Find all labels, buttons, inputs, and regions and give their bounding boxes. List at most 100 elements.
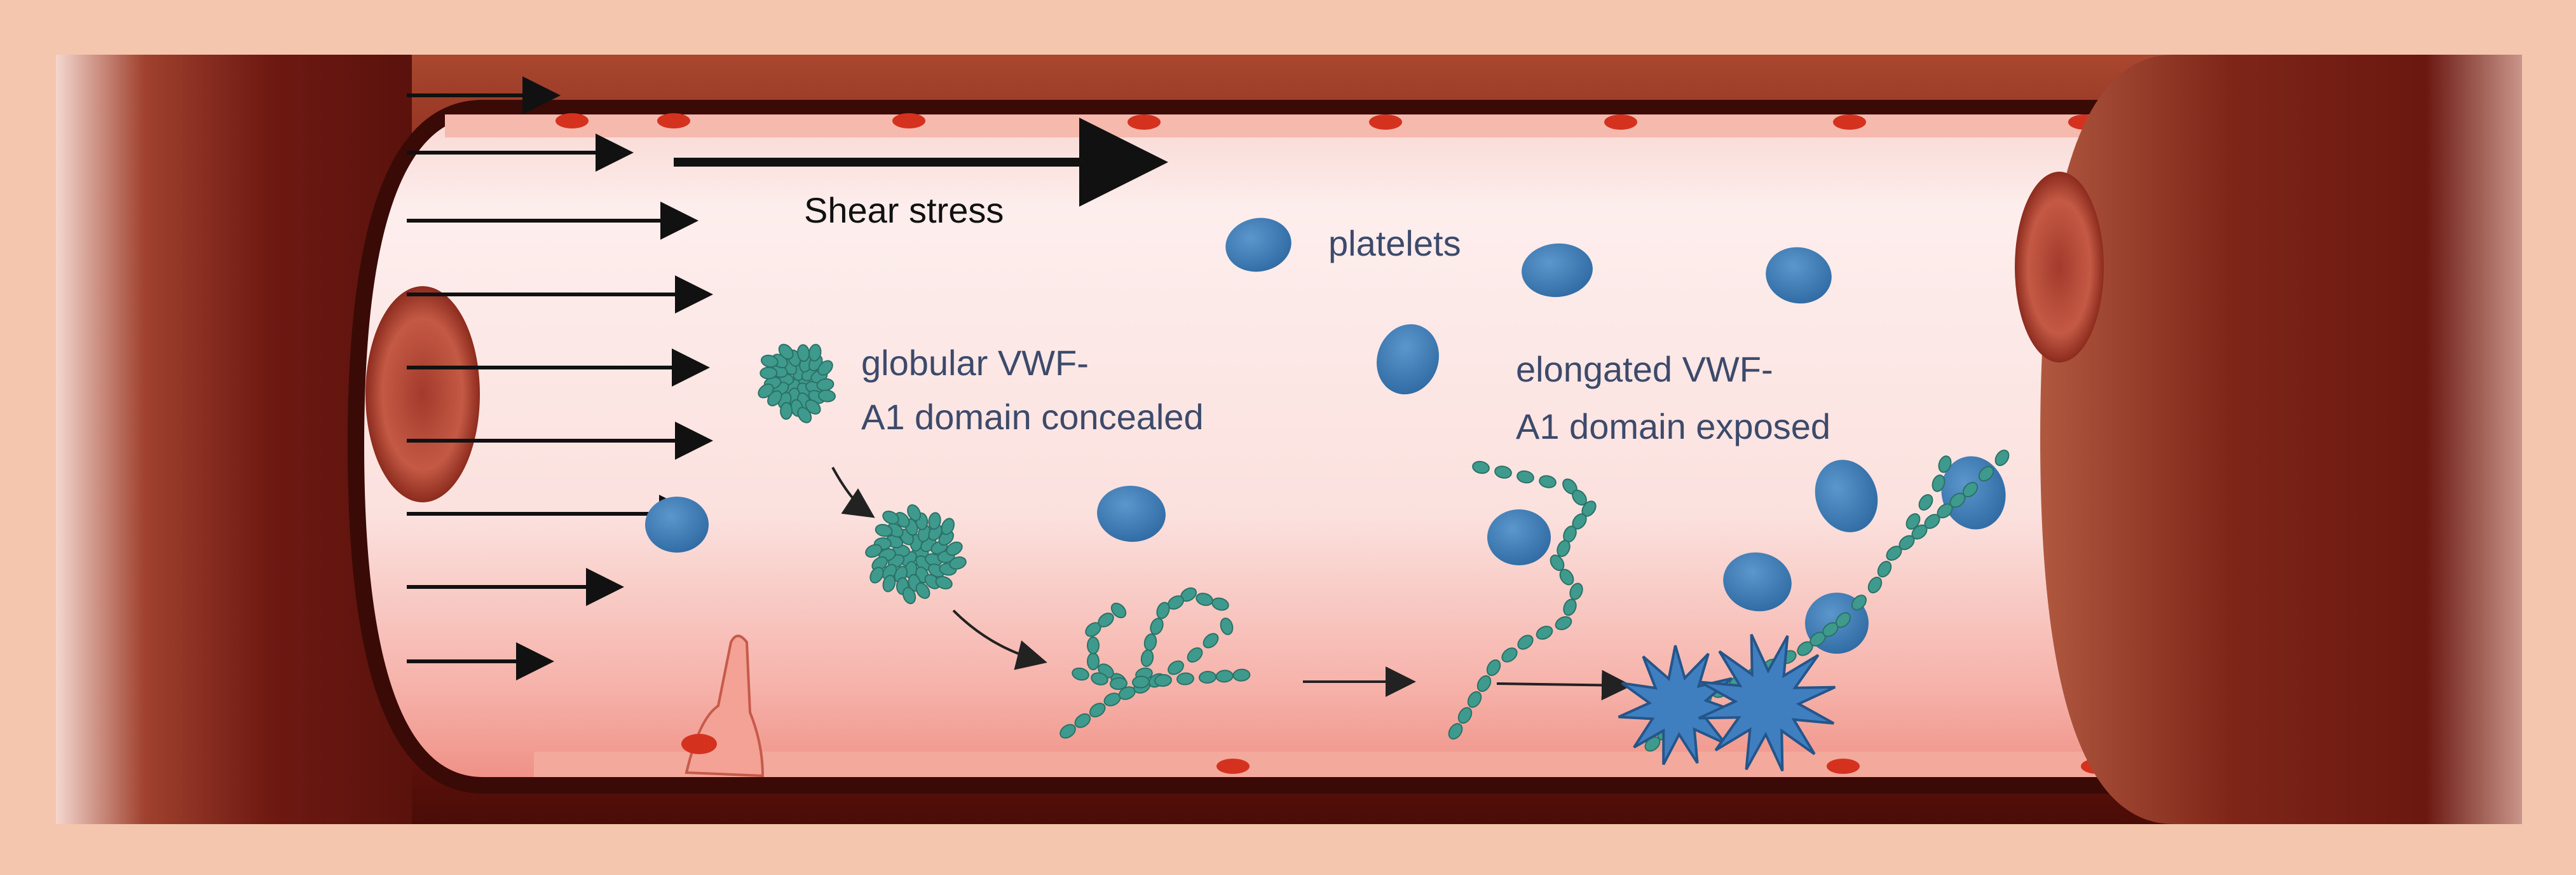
vwf-bead — [760, 366, 778, 380]
vwf-chain-icon — [1060, 587, 1234, 739]
vwf-bead — [882, 574, 896, 593]
vwf-bead — [760, 354, 779, 368]
vwf-bead — [924, 574, 941, 589]
vwf-globule-icon — [865, 504, 967, 605]
vwf-bead — [949, 556, 967, 570]
vwf-chain-icon — [1072, 667, 1251, 691]
platelet-icon — [1487, 509, 1551, 565]
endothelial-nucleus — [657, 113, 690, 128]
vwf-bead — [1517, 635, 1534, 650]
vwf-chain-icon — [1448, 460, 1597, 740]
vwf-bead — [875, 523, 893, 537]
vwf-bead — [778, 343, 794, 360]
platelet-icon — [1376, 324, 1440, 395]
shear-stress-label: Shear stress — [804, 190, 1004, 230]
vwf-bead — [894, 512, 910, 528]
elongated-label-line1: elongated VWF- — [1516, 349, 1773, 389]
vwf-bead — [1501, 647, 1518, 663]
endothelial-nucleus — [1604, 114, 1637, 130]
vwf-bead — [797, 406, 812, 424]
globular-label-line2: A1 domain concealed — [861, 397, 1204, 437]
vwf-bead — [758, 383, 774, 399]
vwf-bead — [1978, 465, 1994, 482]
adhesion-cell-nucleus — [681, 734, 717, 754]
vwf-bead — [808, 343, 822, 362]
endothelial-nucleus — [1216, 759, 1250, 774]
vwf-bead — [882, 511, 899, 525]
vwf-bead — [1962, 481, 1979, 498]
endothelial-nucleus — [1369, 114, 1402, 130]
activated-platelet-icon — [1698, 633, 1836, 772]
vwf-bead — [1457, 706, 1473, 724]
vwf-bead — [1877, 560, 1892, 578]
vwf-bead — [1918, 494, 1933, 511]
platelet-icon — [1522, 243, 1593, 298]
endothelial-nucleus — [555, 113, 589, 128]
vwf-bead — [1938, 455, 1952, 473]
vwf-bead — [1220, 617, 1234, 635]
vwf-bead — [1132, 675, 1150, 689]
endothelium-bottom — [534, 752, 2148, 777]
activated-platelet-icon — [1618, 645, 1739, 766]
vwf-globule-icon — [758, 343, 836, 424]
vwf-bead — [1110, 602, 1127, 619]
vwf-bead — [871, 556, 888, 572]
vwf-bead — [869, 567, 884, 584]
red-blood-cell-right — [2015, 172, 2104, 362]
flow-arrows — [407, 76, 713, 680]
vwf-molecules — [758, 343, 2010, 752]
vwf-bead — [1476, 675, 1492, 692]
vwf-bead — [1168, 660, 1184, 675]
progression-arrow-1 — [831, 467, 875, 518]
vwf-bead — [1199, 670, 1216, 684]
vwf-bead — [1098, 612, 1114, 628]
vwf-bead — [1932, 474, 1946, 492]
vwf-bead — [1555, 616, 1572, 630]
vwf-bead — [1196, 593, 1213, 606]
platelet-icon — [1815, 460, 1878, 532]
progression-arrow-2 — [952, 609, 1047, 670]
vessel-right-cap — [2040, 55, 2522, 824]
vwf-bead — [1215, 670, 1234, 683]
vwf-bead — [1472, 460, 1490, 474]
vwf-bead — [1836, 612, 1851, 628]
vwf-bead — [1550, 555, 1565, 571]
vwf-bead — [1557, 540, 1571, 557]
vwf-bead — [1539, 475, 1557, 488]
vwf-bead — [1486, 659, 1501, 677]
vwf-bead — [1187, 647, 1203, 663]
vwf-bead — [1203, 633, 1219, 649]
vwf-bead — [1851, 595, 1867, 610]
vwf-chain-icon — [1905, 455, 1952, 530]
vwf-bead — [1110, 677, 1128, 691]
platelet-icon — [1766, 247, 1832, 304]
vwf-bead — [1867, 576, 1883, 594]
elongated-label-line2: A1 domain exposed — [1516, 406, 1830, 446]
vessel-lumen — [347, 100, 2157, 794]
vwf-bead — [1467, 691, 1482, 708]
vwf-bead — [865, 544, 883, 558]
vwf-bead — [1905, 513, 1921, 530]
vwf-bead — [946, 541, 963, 556]
platelet-icon — [1097, 485, 1166, 542]
endothelial-nucleus — [1128, 114, 1161, 130]
vwf-bead — [1150, 617, 1164, 635]
platelet-icon — [1723, 552, 1792, 612]
vwf-bead — [928, 512, 941, 530]
vwf-bead — [817, 360, 833, 376]
vwf-bead — [1140, 649, 1154, 667]
vwf-bead — [915, 582, 930, 599]
platelets-label: platelets — [1328, 223, 1461, 263]
endothelial-nucleus — [1833, 114, 1866, 130]
activated-platelets — [1618, 633, 1836, 772]
endothelial-nucleus — [1827, 759, 1860, 774]
vwf-bead — [1232, 668, 1251, 682]
vwf-bead — [1087, 652, 1100, 670]
vwf-bead — [938, 530, 954, 546]
vwf-bead — [1563, 598, 1577, 616]
vwf-bead — [1448, 723, 1463, 740]
vwf-bead — [1559, 568, 1574, 586]
endothelial-nucleus — [892, 113, 925, 128]
